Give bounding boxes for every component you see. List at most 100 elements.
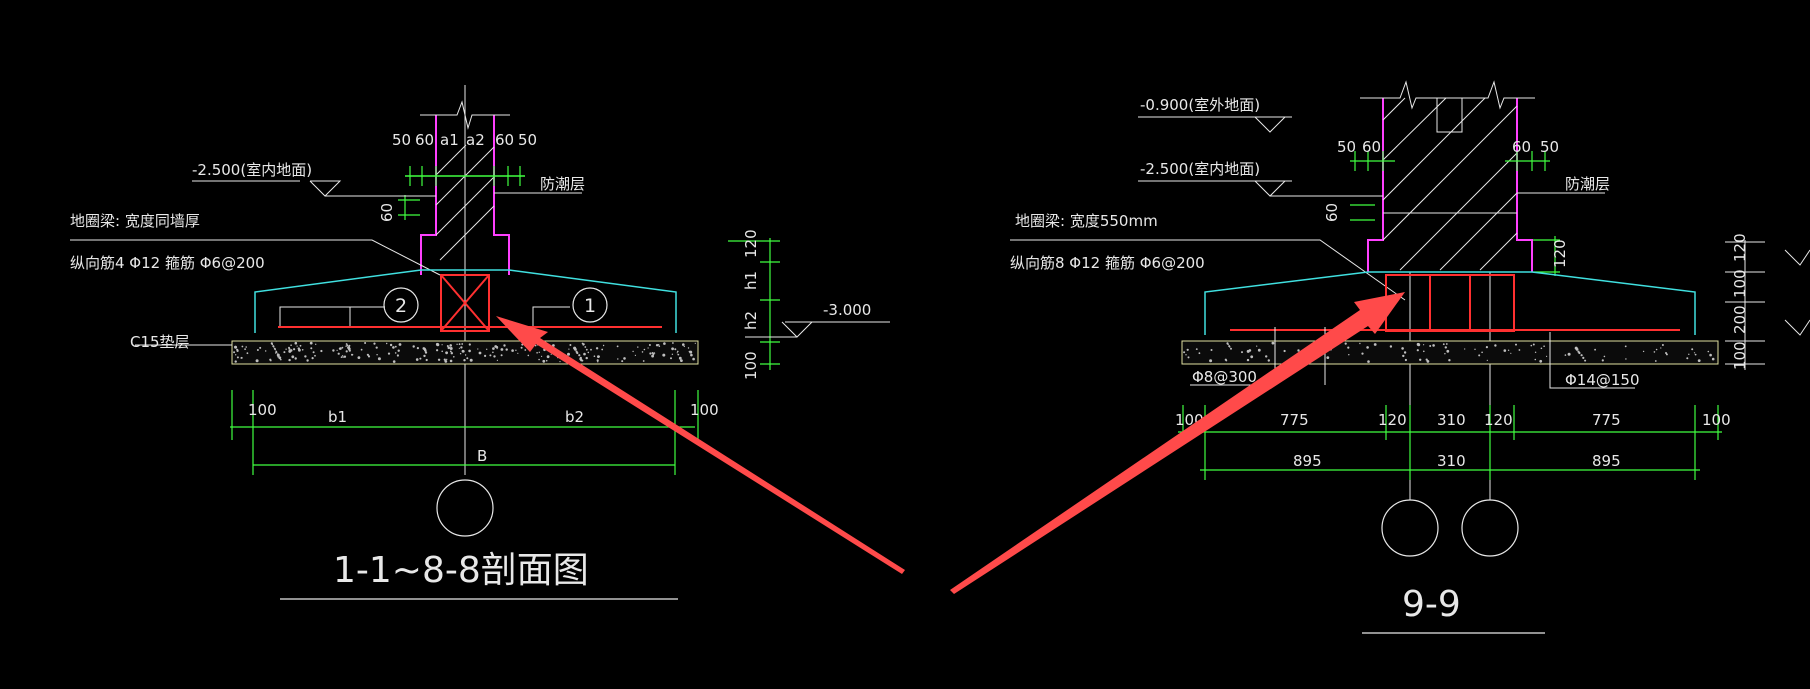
speckle-dot [424,351,428,354]
speckle-dot [492,351,494,354]
speckle-dot [1710,354,1712,357]
speckle-dot [1419,358,1422,361]
right-dim-775-b: 775 [1592,411,1621,429]
speckle-dot [515,349,517,351]
right-bottom-dims [1178,405,1722,480]
speckle-dot [653,352,656,354]
speckle-dot [1366,346,1369,349]
left-dim-a2: a2 [466,131,485,149]
speckle-dot [360,348,363,351]
speckle-dot [236,349,239,352]
speckle-dot [496,347,498,350]
speckle-dot [304,355,307,358]
left-top-dim-ticks [409,166,521,186]
right-elev-marks [1138,116,1605,197]
speckle-dot [460,346,463,349]
speckle-dot [449,347,453,350]
left-footing-outline [254,269,677,333]
speckle-dot [244,348,247,350]
speckle-dot [234,345,238,349]
speckle-dot [415,358,419,361]
speckle-dot [663,342,666,345]
speckle-dot [1402,354,1405,358]
speckle-dot [447,346,451,350]
speckle-dot [1347,346,1350,349]
speckle-dot [486,348,488,350]
speckle-dot [233,351,236,354]
speckle-dot [1241,351,1243,354]
speckle-dot [1485,346,1488,349]
right-dim-200-r: 200 [1731,305,1749,334]
speckle-dot [590,348,592,351]
speckle-dot [1209,359,1213,363]
speckle-dot [394,345,397,348]
right-dim-310-b: 310 [1437,452,1466,470]
speckle-dot [1567,352,1571,356]
speckle-dot [602,344,605,347]
speckle-dot [1432,344,1435,347]
right-dim-50b: 50 [1540,138,1559,156]
right-right-dim-chain [1725,240,1810,370]
speckle-dot [320,349,323,353]
speckle-dot [642,360,645,362]
speckle-dot [1694,353,1697,356]
speckle-dot [1229,346,1231,348]
speckle-dot [583,352,586,356]
speckle-dot [277,356,279,358]
speckle-dot [449,344,453,347]
speckle-dot [364,342,367,344]
speckle-dot [256,349,259,351]
left-dim-h1: h1 [742,271,760,290]
speckle-dot [1195,348,1198,350]
speckle-dot [1486,359,1488,361]
right-indoor-elevation: -2.500(室内地面) [1140,160,1260,178]
speckle-dot [1445,343,1448,345]
left-dim-50b: 50 [518,131,537,149]
right-dim-100-r: 100 [1731,269,1749,298]
speckle-dot [1584,359,1587,362]
right-dim-120-b: 120 [1484,411,1513,429]
speckle-dot [1326,356,1330,359]
speckle-dot [1564,354,1567,356]
left-right-dim-chain [728,238,780,370]
speckle-dot [445,351,448,355]
speckle-dot [1404,358,1407,362]
speckle-dot [662,353,666,357]
speckle-dot [576,351,579,355]
speckle-dot [1510,352,1512,354]
speckle-dot [597,361,599,363]
speckle-dot [1464,348,1466,350]
speckle-dot [441,350,444,353]
speckle-dot [468,349,471,353]
speckle-dot [456,343,458,345]
speckle-dot [1446,349,1450,353]
speckle-dot [1515,343,1517,346]
speckle-dot [377,357,381,361]
left-dim-60a: 60 [415,131,434,149]
right-beam-note-2: 纵向筋8 Φ12 箍筋 Φ6@200 [1010,254,1205,272]
speckle-dot [338,347,341,350]
right-wall [1367,98,1533,272]
speckle-dot [534,344,537,347]
speckle-dot [357,356,361,359]
speckle-dot [559,361,561,363]
speckle-dot [1297,349,1300,352]
speckle-dot [348,344,351,347]
left-dim-60-vert: 60 [378,203,396,222]
speckle-dot [569,344,572,346]
speckle-dot [1654,360,1657,362]
speckle-dot [1401,347,1404,350]
right-dim-120-r: 120 [1731,233,1749,262]
speckle-dot [274,349,276,351]
speckle-dot [332,349,335,352]
speckle-dot [658,345,661,348]
right-dim-100-r2: 100 [1731,341,1749,370]
speckle-dot [1246,358,1250,362]
speckle-dot [1230,347,1232,350]
speckle-dot [1367,360,1370,363]
speckle-dot [484,354,487,357]
speckle-dot [259,346,262,349]
speckle-dot [1257,348,1261,352]
left-indoor-elev-mark [192,180,436,197]
